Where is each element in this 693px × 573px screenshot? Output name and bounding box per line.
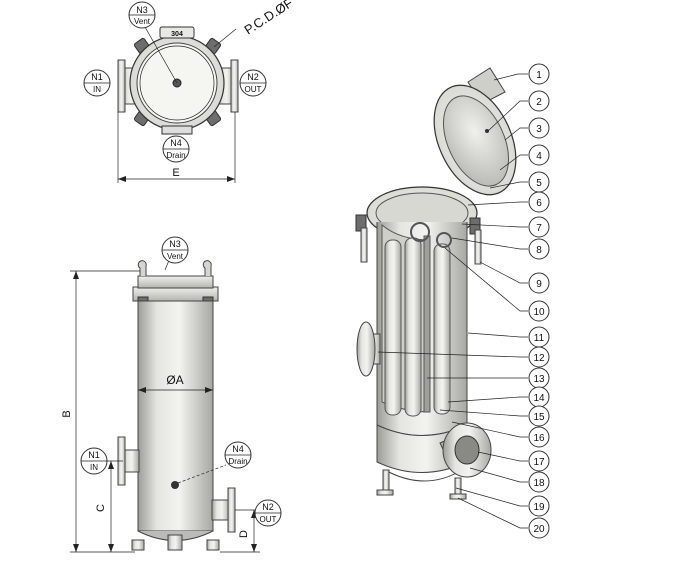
callout-12: 12 — [528, 346, 550, 368]
svg-text:14: 14 — [533, 393, 545, 404]
callout-4: 4 — [528, 144, 550, 166]
front-view: ØA B C D — [61, 236, 282, 553]
svg-text:N3: N3 — [136, 5, 148, 15]
callout-leaders — [377, 73, 528, 529]
svg-text:B: B — [61, 410, 73, 417]
svg-text:8: 8 — [536, 245, 542, 256]
callout-8: 8 — [528, 238, 550, 260]
top-n2-bubble: N2 OUT — [239, 69, 267, 97]
callout-5: 5 — [528, 171, 550, 193]
iso-filter-bags — [384, 222, 452, 417]
dim-d: D — [220, 509, 260, 553]
callout-bubbles: 1 2 3 4 5 6 7 8 9 10 11 12 13 14 15 16 1… — [528, 63, 550, 539]
iso-outlet-nozzle — [439, 422, 492, 478]
svg-text:10: 10 — [533, 307, 545, 318]
front-n2-nozzle — [211, 499, 231, 521]
callout-1: 1 — [528, 63, 550, 85]
callout-13: 13 — [528, 367, 550, 389]
callout-16: 16 — [528, 426, 550, 448]
svg-text:Vent: Vent — [134, 17, 151, 26]
iso-open-lid — [433, 67, 517, 196]
callout-19: 19 — [528, 495, 550, 517]
callout-10: 10 — [528, 300, 550, 322]
svg-text:Vent: Vent — [167, 252, 184, 261]
svg-text:Drain: Drain — [166, 151, 185, 160]
svg-text:OUT: OUT — [245, 85, 262, 94]
dim-e: E — [117, 112, 236, 183]
top-n1-bubble: N1 IN — [83, 69, 111, 97]
front-n4-bubble: N4 Drain — [224, 441, 252, 469]
isometric-view — [355, 67, 517, 500]
svg-text:2: 2 — [536, 97, 542, 108]
iso-inlet-nozzle — [356, 321, 381, 377]
svg-text:13: 13 — [533, 374, 545, 385]
svg-text:1: 1 — [536, 70, 542, 81]
callout-14: 14 — [528, 386, 550, 408]
svg-text:N4: N4 — [170, 138, 182, 148]
callout-2: 2 — [528, 90, 550, 112]
svg-text:18: 18 — [533, 478, 545, 489]
svg-text:N3: N3 — [169, 239, 181, 249]
svg-text:15: 15 — [533, 412, 545, 423]
svg-text:N2: N2 — [247, 72, 259, 82]
svg-text:Drain: Drain — [228, 457, 247, 466]
front-n3-bubble: N3 Vent — [161, 236, 189, 264]
svg-text:5: 5 — [536, 178, 542, 189]
svg-text:3: 3 — [536, 124, 542, 135]
svg-text:20: 20 — [533, 524, 545, 535]
svg-text:ØA: ØA — [166, 373, 183, 387]
svg-text:6: 6 — [536, 198, 542, 209]
svg-text:N2: N2 — [262, 502, 274, 512]
svg-text:7: 7 — [536, 223, 542, 234]
callout-7: 7 — [528, 216, 550, 238]
svg-text:OUT: OUT — [260, 515, 277, 524]
svg-text:D: D — [238, 530, 250, 538]
iso-clamps — [355, 214, 482, 265]
svg-text:12: 12 — [533, 353, 545, 364]
svg-text:E: E — [172, 167, 179, 179]
dim-b: B — [61, 270, 140, 553]
svg-text:16: 16 — [533, 433, 545, 444]
callout-11: 11 — [528, 326, 550, 348]
pcd-label: P.C.D.ØF — [241, 0, 295, 38]
svg-text:19: 19 — [533, 502, 545, 513]
front-n2-bubble: N2 OUT — [254, 499, 282, 527]
svg-text:9: 9 — [536, 279, 542, 290]
svg-text:11: 11 — [534, 333, 545, 344]
callout-17: 17 — [528, 450, 550, 472]
front-body — [137, 300, 214, 532]
callout-20: 20 — [528, 517, 550, 539]
callout-15: 15 — [528, 405, 550, 427]
callout-3: 3 — [528, 117, 550, 139]
top-view: 304 P.C.D.ØF N3 Vent N1 IN N2 OUT — [83, 0, 296, 183]
svg-text:17: 17 — [533, 457, 545, 468]
svg-text:N1: N1 — [88, 450, 100, 460]
top-plate-text: 304 — [171, 31, 183, 38]
front-n1-bubble: N1 IN — [80, 447, 108, 475]
dim-a: ØA — [138, 373, 213, 393]
front-drain-port — [171, 481, 179, 489]
svg-text:4: 4 — [536, 151, 542, 162]
svg-text:IN: IN — [93, 85, 101, 94]
svg-text:N1: N1 — [91, 72, 103, 82]
callout-18: 18 — [528, 471, 550, 493]
top-n4-bubble: N4 Drain — [162, 135, 190, 163]
svg-text:N4: N4 — [232, 444, 244, 454]
callout-9: 9 — [528, 272, 550, 294]
dim-c: C — [95, 460, 123, 552]
svg-text:IN: IN — [90, 463, 98, 472]
top-n3-bubble: N3 Vent — [128, 1, 156, 29]
callout-6: 6 — [528, 191, 550, 213]
svg-text:C: C — [95, 504, 107, 512]
